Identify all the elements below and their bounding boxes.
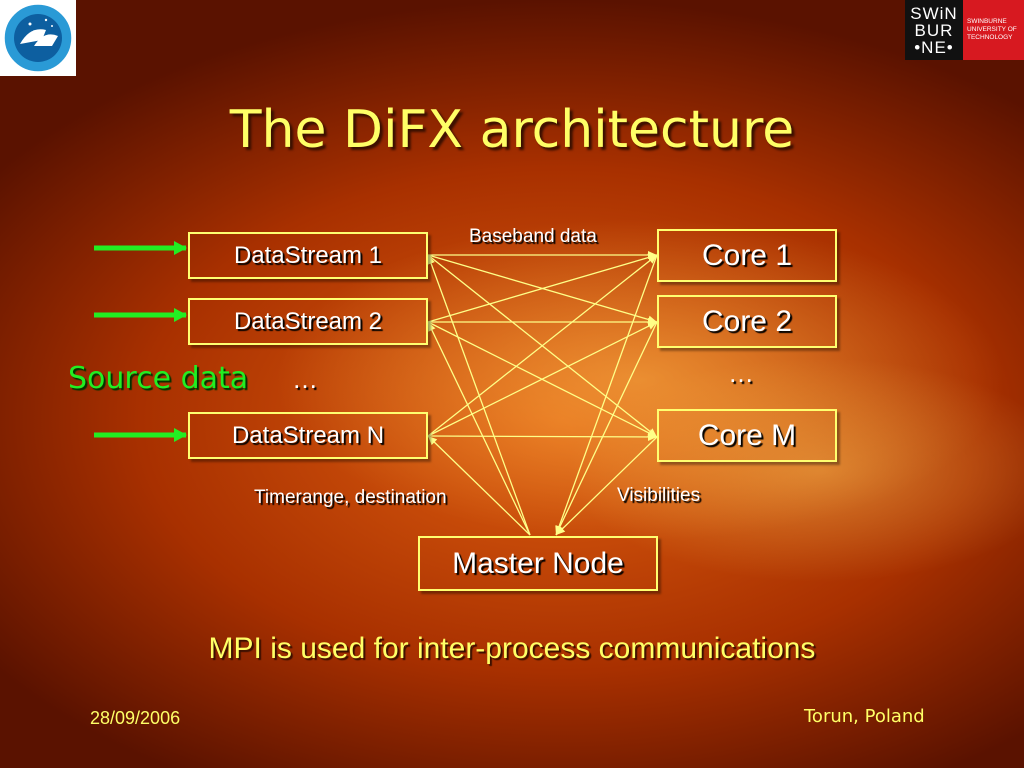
mpi-note: MPI is used for inter-process communicat…: [208, 632, 816, 665]
link-dsn-core2: [427, 321, 658, 437]
core-1-box: Core 1: [657, 229, 837, 282]
core-m-box: Core M: [657, 409, 837, 462]
datastream-1-box: DataStream 1: [188, 232, 428, 279]
baseband-links: [427, 251, 658, 441]
source-arrows: [94, 241, 187, 442]
datastream-ellipsis: …: [292, 364, 318, 394]
atnf-csiro-logo: [0, 0, 76, 76]
slide-title: The DiFX architecture: [229, 100, 795, 160]
baseband-data-label: Baseband data: [469, 226, 597, 247]
link-core1-master: [555, 254, 658, 536]
link-ds2-core1: [427, 253, 658, 323]
footer-place: Torun, Poland: [804, 706, 925, 727]
link-master-dsn: [427, 435, 531, 536]
link-core2-master: [555, 321, 658, 536]
master-node-box: Master Node: [418, 536, 658, 591]
swinburne-logo: SWiN BUR •NE• SWINBURNE UNIVERSITY OF TE…: [905, 0, 1024, 60]
link-corem-master: [555, 436, 658, 536]
link-master-ds1: [427, 254, 531, 536]
datastream-n-box: DataStream N: [188, 412, 428, 459]
master-links: [427, 254, 658, 536]
core-2-box: Core 2: [657, 295, 837, 348]
link-dsn-core1: [427, 254, 658, 437]
link-master-ds2: [427, 321, 531, 536]
visibilities-label: Visibilities: [617, 485, 701, 506]
swinburne-mark: SWiN BUR •NE•: [905, 0, 963, 60]
datastream-2-box: DataStream 2: [188, 298, 428, 345]
source-data-label: Source data: [68, 361, 249, 396]
timerange-destination-label: Timerange, destination: [254, 487, 447, 508]
core-ellipsis: …: [728, 358, 754, 388]
link-dsn-corem: [427, 432, 658, 441]
footer-date: 28/09/2006: [90, 708, 181, 728]
swinburne-name: SWINBURNE UNIVERSITY OF TECHNOLOGY: [963, 0, 1024, 60]
